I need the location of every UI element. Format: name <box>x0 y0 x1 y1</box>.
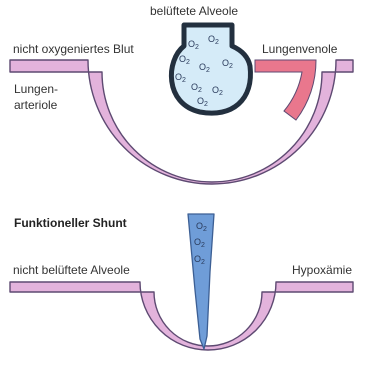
venole-label: Lungenvenole <box>262 42 337 56</box>
bottom-capillary-vessel <box>10 282 353 350</box>
shunt-title: Funktioneller Shunt <box>14 216 127 230</box>
blood-label: nicht oxygeniertes Blut <box>13 42 134 56</box>
alveole-label: belüftete Alveole <box>150 4 238 18</box>
non-ventilated-alveole-label: nicht belüftete Alveole <box>13 263 130 277</box>
arteriole-label-line1: Lungen- <box>14 82 58 96</box>
arteriole-label-line2: arteriole <box>14 98 57 112</box>
non-ventilated-alveole <box>188 214 214 349</box>
bottom-capillary-group: O2 O2 O2 <box>10 214 353 350</box>
hypoxemia-label: Hypoxämie <box>292 263 352 277</box>
venous-oxygenated-segment <box>255 60 316 120</box>
